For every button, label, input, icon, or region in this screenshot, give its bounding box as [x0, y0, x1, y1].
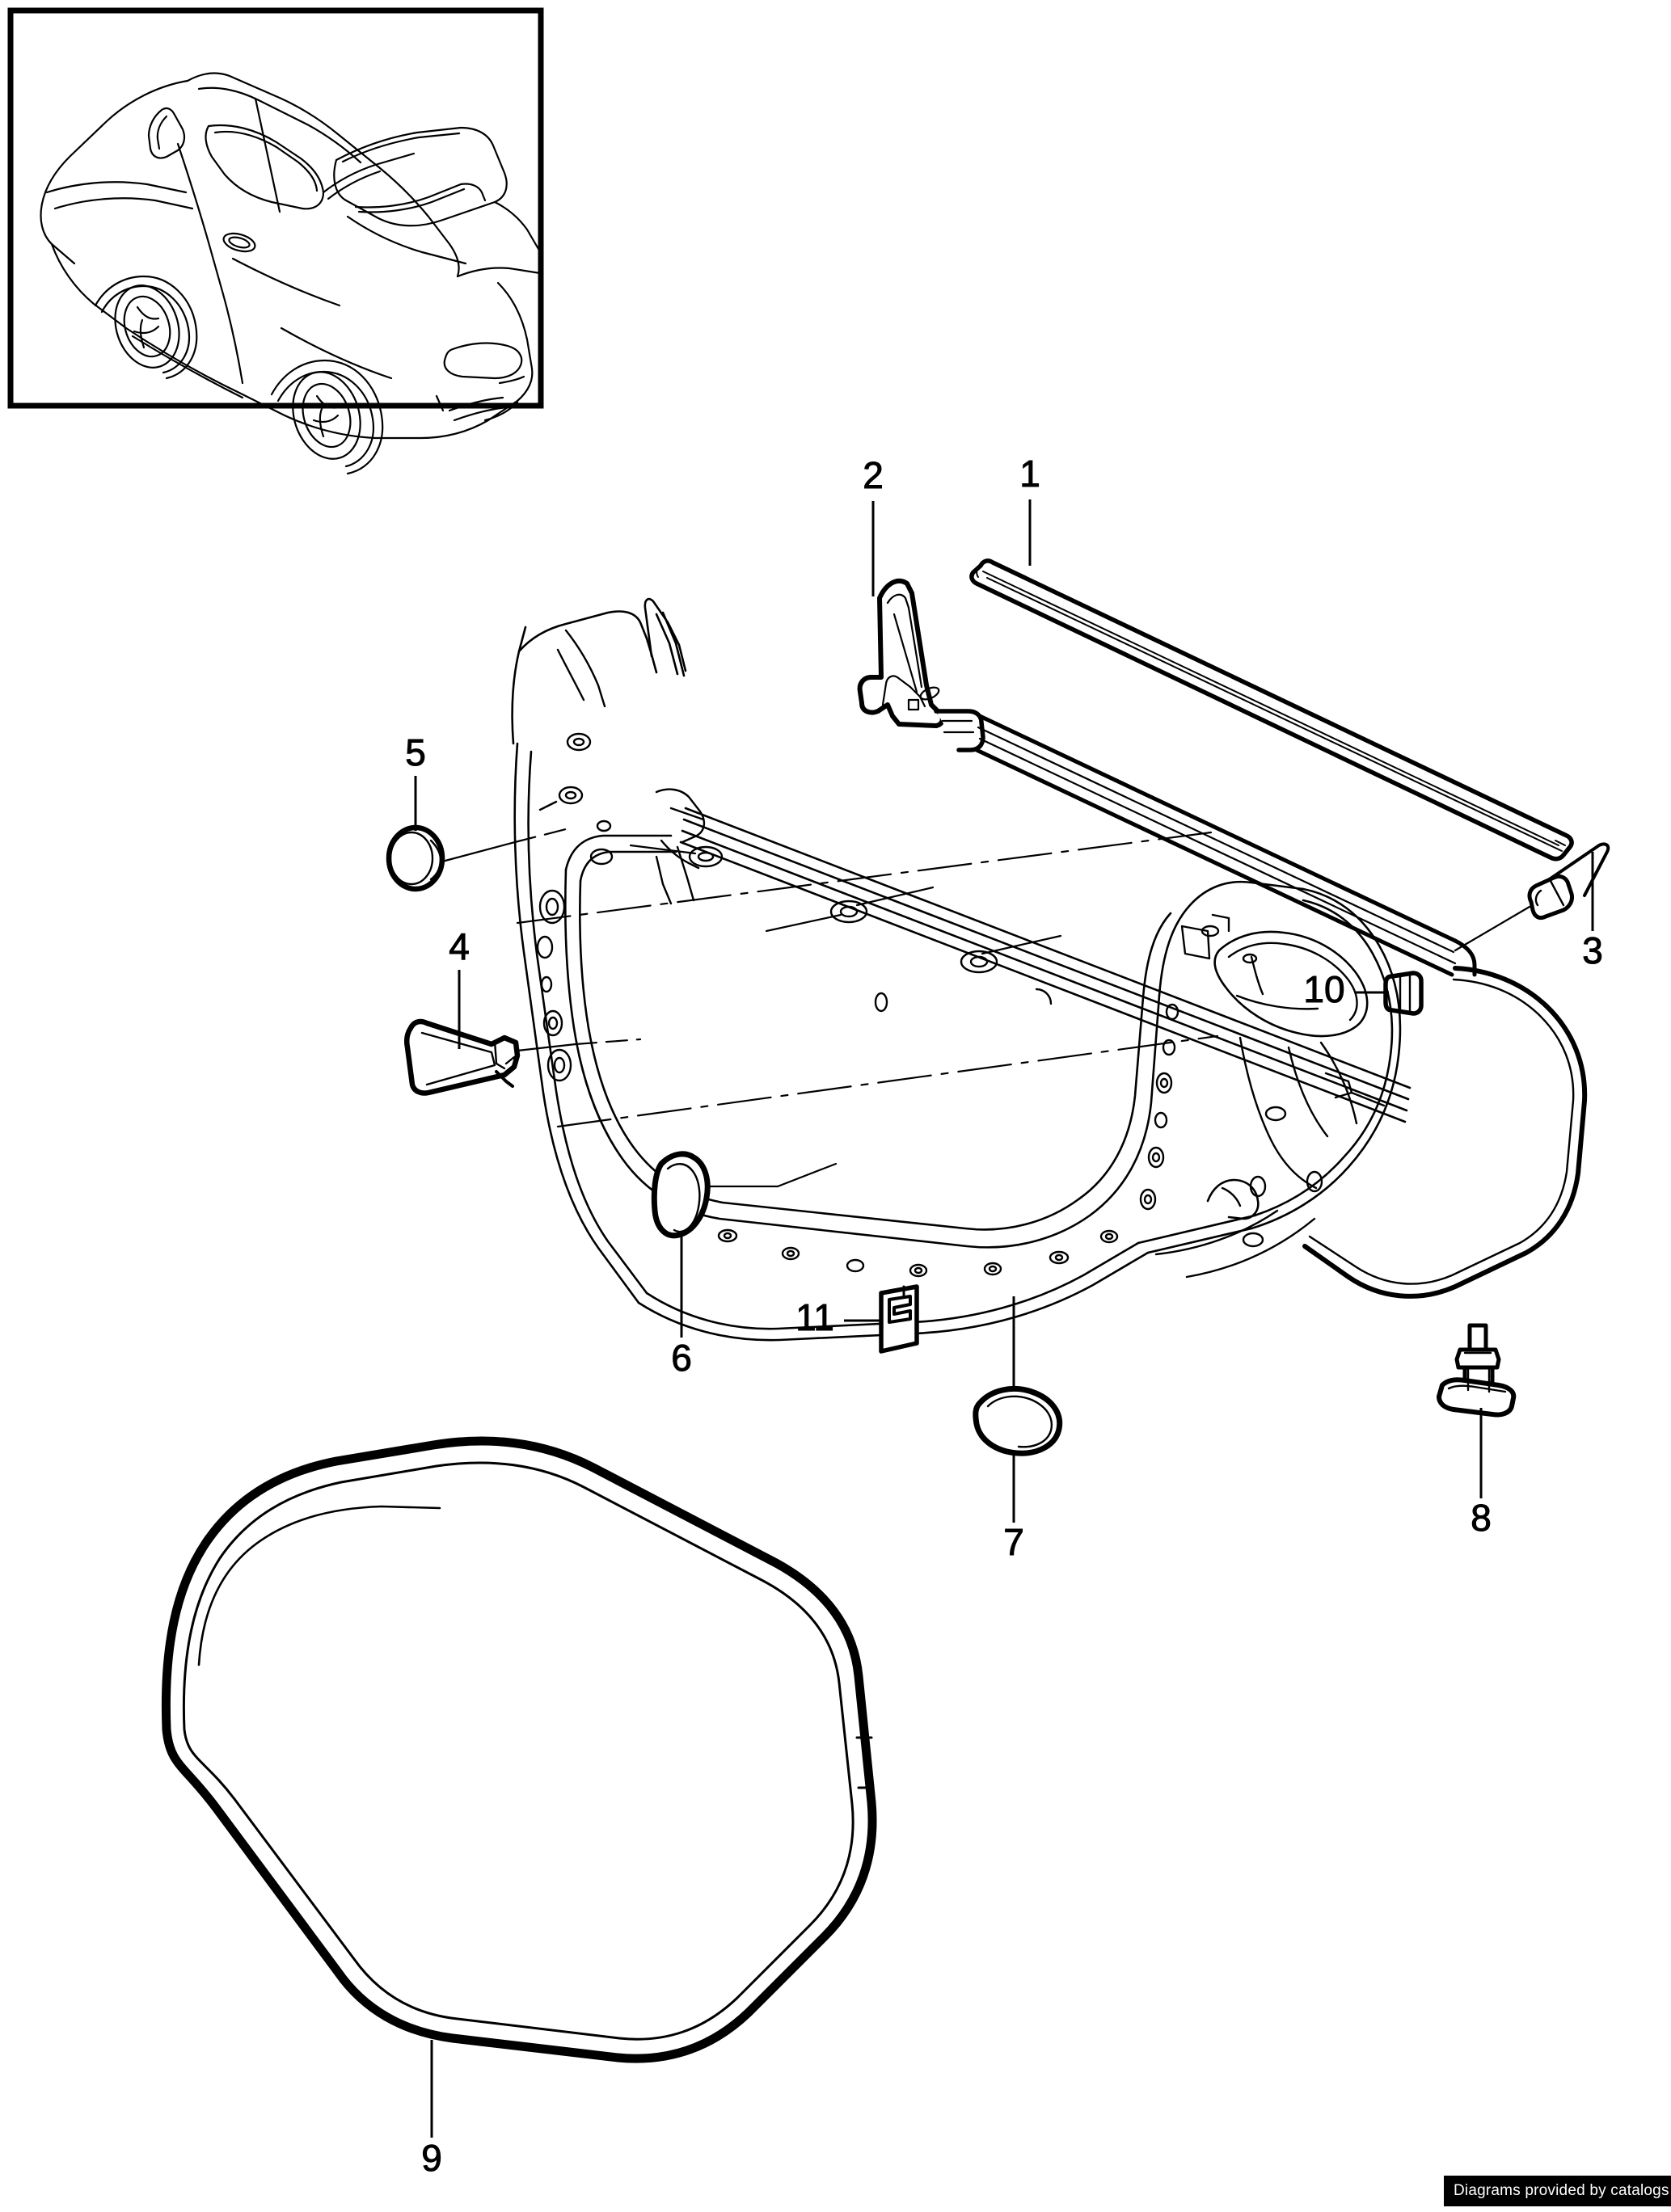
callout-10-label: 10 [1303, 968, 1344, 1010]
callout-layer: 1 2 3 4 5 [405, 453, 1604, 2180]
part-door-aperture-seal-right-loop [1302, 966, 1588, 1299]
callout-9-label: 9 [421, 2137, 442, 2179]
part-door-trim-clip-strip [403, 1018, 642, 1096]
watermark-credit: Diagrams provided by catalogs parts [1444, 2176, 1671, 2206]
callout-9: 9 [421, 2040, 442, 2180]
part-round-blanking-plug [386, 824, 568, 892]
callout-8: 8 [1471, 1408, 1492, 1540]
part-window-belt-weatherstrip-outer [969, 558, 1574, 862]
callout-7: 7 [1003, 1296, 1024, 1564]
callout-5: 5 [405, 731, 426, 831]
part-rivet-pin [1454, 842, 1610, 952]
part-mirror-triangle-trim-cover [857, 578, 985, 752]
callout-4: 4 [449, 925, 470, 1049]
callout-5-label: 5 [405, 731, 426, 773]
callout-6-label: 6 [671, 1337, 692, 1379]
callout-6: 6 [671, 1233, 692, 1380]
callout-2: 2 [863, 454, 884, 596]
callout-1: 1 [1019, 453, 1040, 566]
part-door-aperture-seal [161, 1436, 877, 2063]
part-oval-blanking-plug-small [973, 1386, 1063, 1456]
callout-4-label: 4 [449, 925, 470, 967]
part-spring-nut-clip [879, 1284, 919, 1354]
callout-3-label: 3 [1582, 929, 1603, 971]
callout-10: 10 [1303, 968, 1389, 1011]
part-door-striker-pin [1437, 1323, 1517, 1418]
part-door-inner-panel [511, 597, 1411, 1342]
callout-11: 11 [795, 1296, 881, 1339]
door-assembly-exploded-view [161, 558, 1610, 2063]
callout-2-label: 2 [863, 454, 884, 496]
callout-8-label: 8 [1471, 1497, 1492, 1539]
callout-3: 3 [1582, 852, 1603, 972]
callout-1-label: 1 [1019, 453, 1040, 495]
part-oval-blanking-plug-large [651, 1151, 838, 1239]
callout-7-label: 7 [1003, 1521, 1024, 1563]
callout-11-label: 11 [795, 1296, 834, 1338]
vehicle-overview-thumbnail [7, 7, 544, 475]
car-line-drawing [40, 72, 542, 475]
